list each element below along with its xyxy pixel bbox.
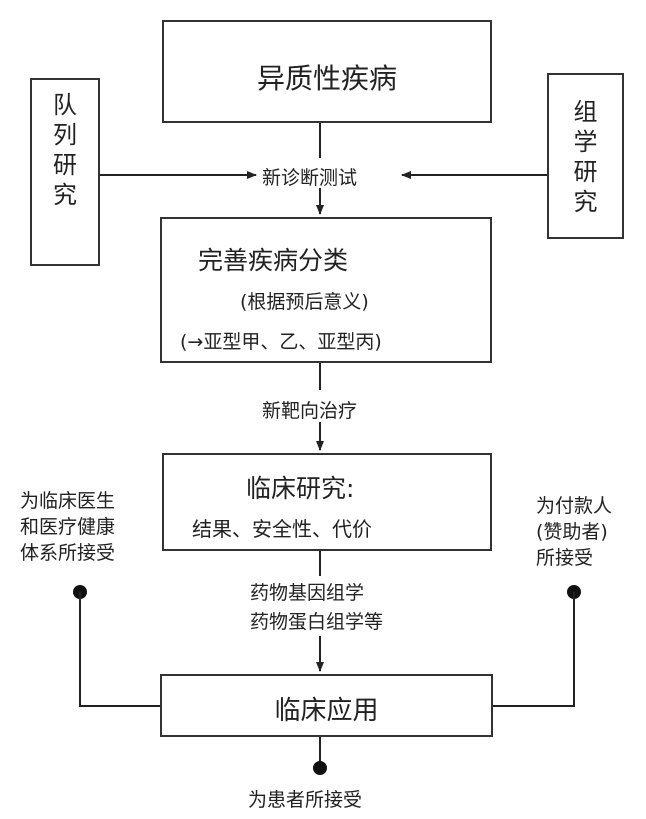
patient-dot [313,761,327,775]
payer-acceptance-text: 为付款人 (赞助者) 所接受 [536,493,612,571]
clinical-research-title: 临床研究: [246,474,355,503]
cohort-study-char-4: 究 [53,181,77,209]
omics-study-char-2: 学 [573,128,598,156]
pharmacogenomics-line-1: 药物基因组学 [250,582,365,604]
new-diagnostic-test-label: 新诊断测试 [262,167,358,189]
payer-acceptance-line-2: (赞助者) [536,521,608,543]
patient-acceptance-text: 为患者所接受 [248,789,363,811]
cohort-study-char-3: 研 [53,151,77,179]
cohort-study-box: 队 列 研 究 [30,78,100,266]
omics-study-char-1: 组 [573,98,598,126]
omics-study-char-3: 研 [573,158,598,186]
heterogeneous-disease-label: 异质性疾病 [256,62,397,95]
payer-connector [493,592,575,707]
pharmacogenomics-text: 药物基因组学 药物蛋白组学等 [250,579,383,637]
new-targeted-therapy-label: 新靶向治疗 [262,400,358,422]
clinical-research-box: 临床研究: 结果、安全性、代价 [162,453,492,551]
clinician-connector [79,592,160,707]
pharmacogenomics-line-2: 药物蛋白组学等 [250,611,384,633]
omics-study-box: 组 学 研 究 [547,73,624,239]
payer-acceptance-line-1: 为付款人 [536,495,613,517]
payer-acceptance-line-3: 所接受 [536,547,594,569]
clinician-acceptance-line-2: 和医疗健康 [20,516,116,538]
clinical-application-box: 临床应用 [160,674,493,737]
cohort-study-char-1: 队 [53,91,77,119]
cohort-study-char-2: 列 [53,121,77,149]
classification-subtypes: (→亚型甲、乙、亚型丙) [180,331,382,353]
omics-study-char-4: 究 [573,188,598,216]
classification-subtitle: (根据预后意义) [240,291,369,313]
clinician-acceptance-text: 为临床医生 和医疗健康 体系所接受 [20,488,115,566]
clinical-application-label: 临床应用 [274,696,379,726]
classification-box: 完善疾病分类 (根据预后意义) (→亚型甲、乙、亚型丙) [160,217,492,363]
classification-title: 完善疾病分类 [198,246,349,275]
clinician-acceptance-line-1: 为临床医生 [20,490,116,512]
clinician-acceptance-line-3: 体系所接受 [20,542,116,564]
clinical-research-items: 结果、安全性、代价 [192,517,372,541]
heterogeneous-disease-box: 异质性疾病 [162,20,492,123]
